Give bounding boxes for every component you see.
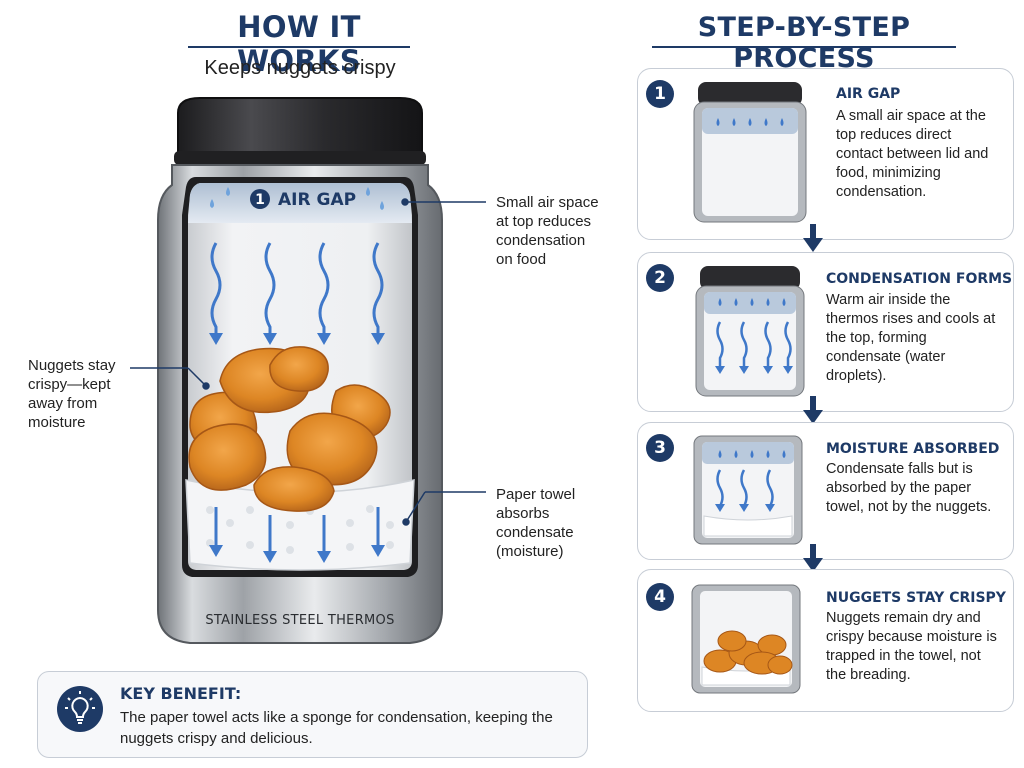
thermos-illustration: 1 AIR GAP STAINLESS STEEL THERMOS xyxy=(157,97,443,644)
callout-air-gap: Small air space at top reduces condensat… xyxy=(496,194,599,268)
towel-arrows xyxy=(214,507,380,553)
lid xyxy=(177,97,423,158)
step-4-number: 4 xyxy=(646,583,674,611)
down-arrow-icon xyxy=(803,224,823,252)
down-arrow-icon xyxy=(803,396,823,424)
water-droplet-icon xyxy=(210,187,384,210)
step-3-number: 3 xyxy=(646,434,674,462)
step-2-number: 2 xyxy=(646,264,674,292)
step-3-title: MOISTURE ABSORBED xyxy=(826,441,1000,457)
key-benefit-text: The paper towel acts like a sponge for c… xyxy=(120,709,553,747)
step-1-thermos-icon xyxy=(693,82,807,223)
step-4-text: Nuggets remain dry and crispy because mo… xyxy=(826,610,997,683)
towel-texture xyxy=(206,505,394,554)
thermos-label: STAINLESS STEEL THERMOS xyxy=(205,613,394,628)
air-gap-number-badge xyxy=(250,189,270,209)
step-4-thermos-icon xyxy=(691,584,801,694)
down-arrow-icon xyxy=(209,333,385,345)
step-4-title: NUGGETS STAY CRISPY xyxy=(826,590,1006,606)
step-2-title: CONDENSATION FORMS xyxy=(826,271,1013,287)
step-2-thermos-icon xyxy=(695,266,805,397)
chicken-nuggets xyxy=(188,346,391,512)
lightbulb-icon xyxy=(57,686,103,732)
down-arrow-icon xyxy=(803,544,823,572)
key-benefit-card xyxy=(37,671,588,758)
step-1-text: A small air space at the top reduces dir… xyxy=(836,108,989,200)
right-title-underline xyxy=(652,46,956,48)
air-gap-number: 1 xyxy=(255,192,265,208)
air-gap-label: AIR GAP xyxy=(278,190,356,210)
step-3-text: Condensate falls but is absorbed by the … xyxy=(826,461,992,515)
step-1-number: 1 xyxy=(646,80,674,108)
step-3-thermos-icon xyxy=(693,435,803,545)
left-subtitle: Keeps nuggets crispy xyxy=(204,57,396,79)
lid-rim xyxy=(174,151,426,165)
step-2-text: Warm air inside the thermos rises and co… xyxy=(826,292,996,384)
towel-arrowheads xyxy=(209,545,385,563)
key-benefit-title: KEY BENEFIT: xyxy=(120,684,242,703)
condensation-arrows xyxy=(210,242,384,335)
step-1-title: AIR GAP xyxy=(836,86,901,102)
left-title: HOW IT WORKS xyxy=(237,10,361,78)
callout-nuggets: Nuggets stay crispy—kept away from moist… xyxy=(28,357,116,431)
air-gap-zone xyxy=(188,183,412,223)
callout-paper-towel: Paper towel absorbs condensate (moisture… xyxy=(496,486,576,560)
left-title-underline xyxy=(188,46,410,48)
